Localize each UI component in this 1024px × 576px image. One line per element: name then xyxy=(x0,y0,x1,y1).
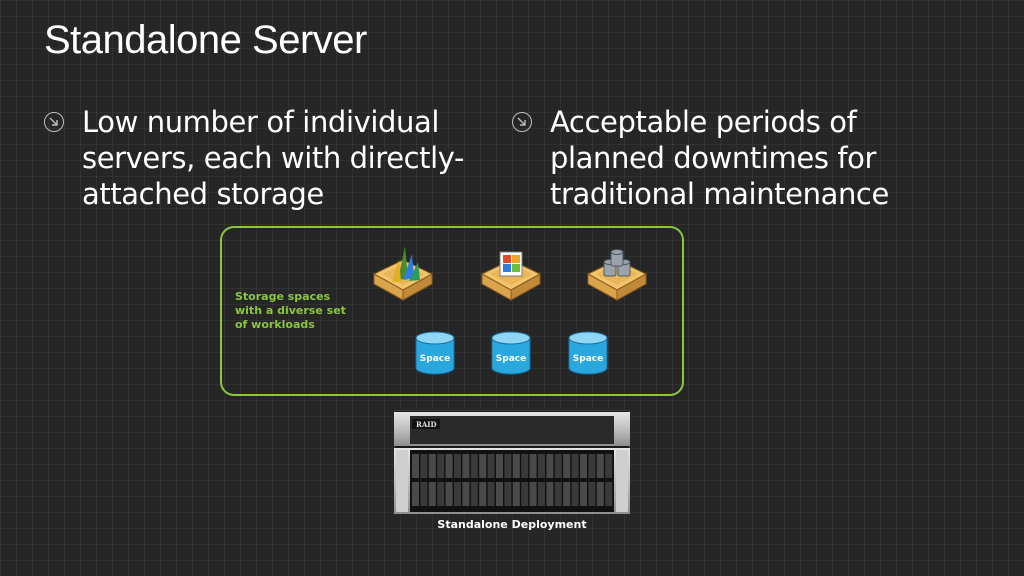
drive-bay xyxy=(445,454,453,478)
drive-bay xyxy=(563,482,571,506)
storage-spaces-label: Storage spaces with a diverse set of wor… xyxy=(235,290,346,331)
space-label: Space xyxy=(573,354,603,364)
drive-bay xyxy=(605,482,613,506)
raid-server-image: RAID xyxy=(393,409,631,518)
drive-bay xyxy=(596,482,604,506)
drive-bay xyxy=(412,454,419,478)
drive-bay xyxy=(487,482,495,506)
drive-bay xyxy=(596,454,604,478)
drive-bay xyxy=(588,482,596,506)
bullet-text: Acceptable periods of planned downtimes … xyxy=(550,105,889,211)
bullet-text: Low number of individual servers, each w… xyxy=(82,105,465,211)
drive-bay xyxy=(428,482,436,506)
drive-bay xyxy=(462,482,470,506)
drive-bay xyxy=(512,482,520,506)
drive-bay xyxy=(554,454,562,478)
drive-bay xyxy=(512,454,520,478)
server-brand: RAID xyxy=(416,420,437,429)
drive-bay xyxy=(504,454,512,478)
drive-bay xyxy=(437,482,445,506)
drive-bay xyxy=(487,454,495,478)
drive-bay xyxy=(580,454,587,478)
drive-bay xyxy=(479,482,487,506)
drive-bay xyxy=(580,482,587,506)
drive-bay xyxy=(529,482,537,506)
drive-bay xyxy=(445,482,453,506)
drive-bay xyxy=(420,482,428,506)
storage-spaces-box xyxy=(220,226,684,396)
drive-bay xyxy=(470,454,478,478)
bullet-item: Low number of individual servers, each w… xyxy=(44,104,484,212)
drive-bay xyxy=(554,482,562,506)
drive-bay xyxy=(462,454,470,478)
slide-title: Standalone Server xyxy=(44,18,367,62)
drive-bays xyxy=(412,454,613,506)
drive-bay xyxy=(605,454,613,478)
sharepoint-icon xyxy=(372,244,434,306)
drive-bay xyxy=(571,454,579,478)
storage-space-cylinder: Space xyxy=(566,330,610,380)
space-label: Space xyxy=(496,354,526,364)
drive-bay xyxy=(521,454,529,478)
drive-bay xyxy=(546,454,554,478)
drive-bay xyxy=(529,454,537,478)
drive-bay xyxy=(496,454,503,478)
deployment-caption: Standalone Deployment xyxy=(437,518,587,531)
bullet-item: Acceptable periods of planned downtimes … xyxy=(512,104,912,212)
drive-bay xyxy=(588,454,596,478)
drive-bay xyxy=(546,482,554,506)
drive-bay xyxy=(571,482,579,506)
storage-space-cylinder: Space xyxy=(413,330,457,380)
drive-bay xyxy=(521,482,529,506)
office-apps-icon xyxy=(480,244,542,306)
drive-bay xyxy=(437,454,445,478)
drive-bay xyxy=(454,482,461,506)
drive-bay xyxy=(420,454,428,478)
drive-bay xyxy=(538,454,545,478)
drive-bay xyxy=(470,482,478,506)
arrow-circle-icon xyxy=(512,112,532,132)
drive-bay xyxy=(454,454,461,478)
storage-space-cylinder: Space xyxy=(489,330,533,380)
drive-bay xyxy=(412,482,419,506)
drive-bay xyxy=(538,482,545,506)
drive-bay xyxy=(496,482,503,506)
drive-bay xyxy=(504,482,512,506)
space-label: Space xyxy=(420,354,450,364)
drive-bay xyxy=(428,454,436,478)
drive-bay xyxy=(563,454,571,478)
database-icon xyxy=(586,244,648,306)
drive-bay xyxy=(479,454,487,478)
arrow-circle-icon xyxy=(44,112,64,132)
